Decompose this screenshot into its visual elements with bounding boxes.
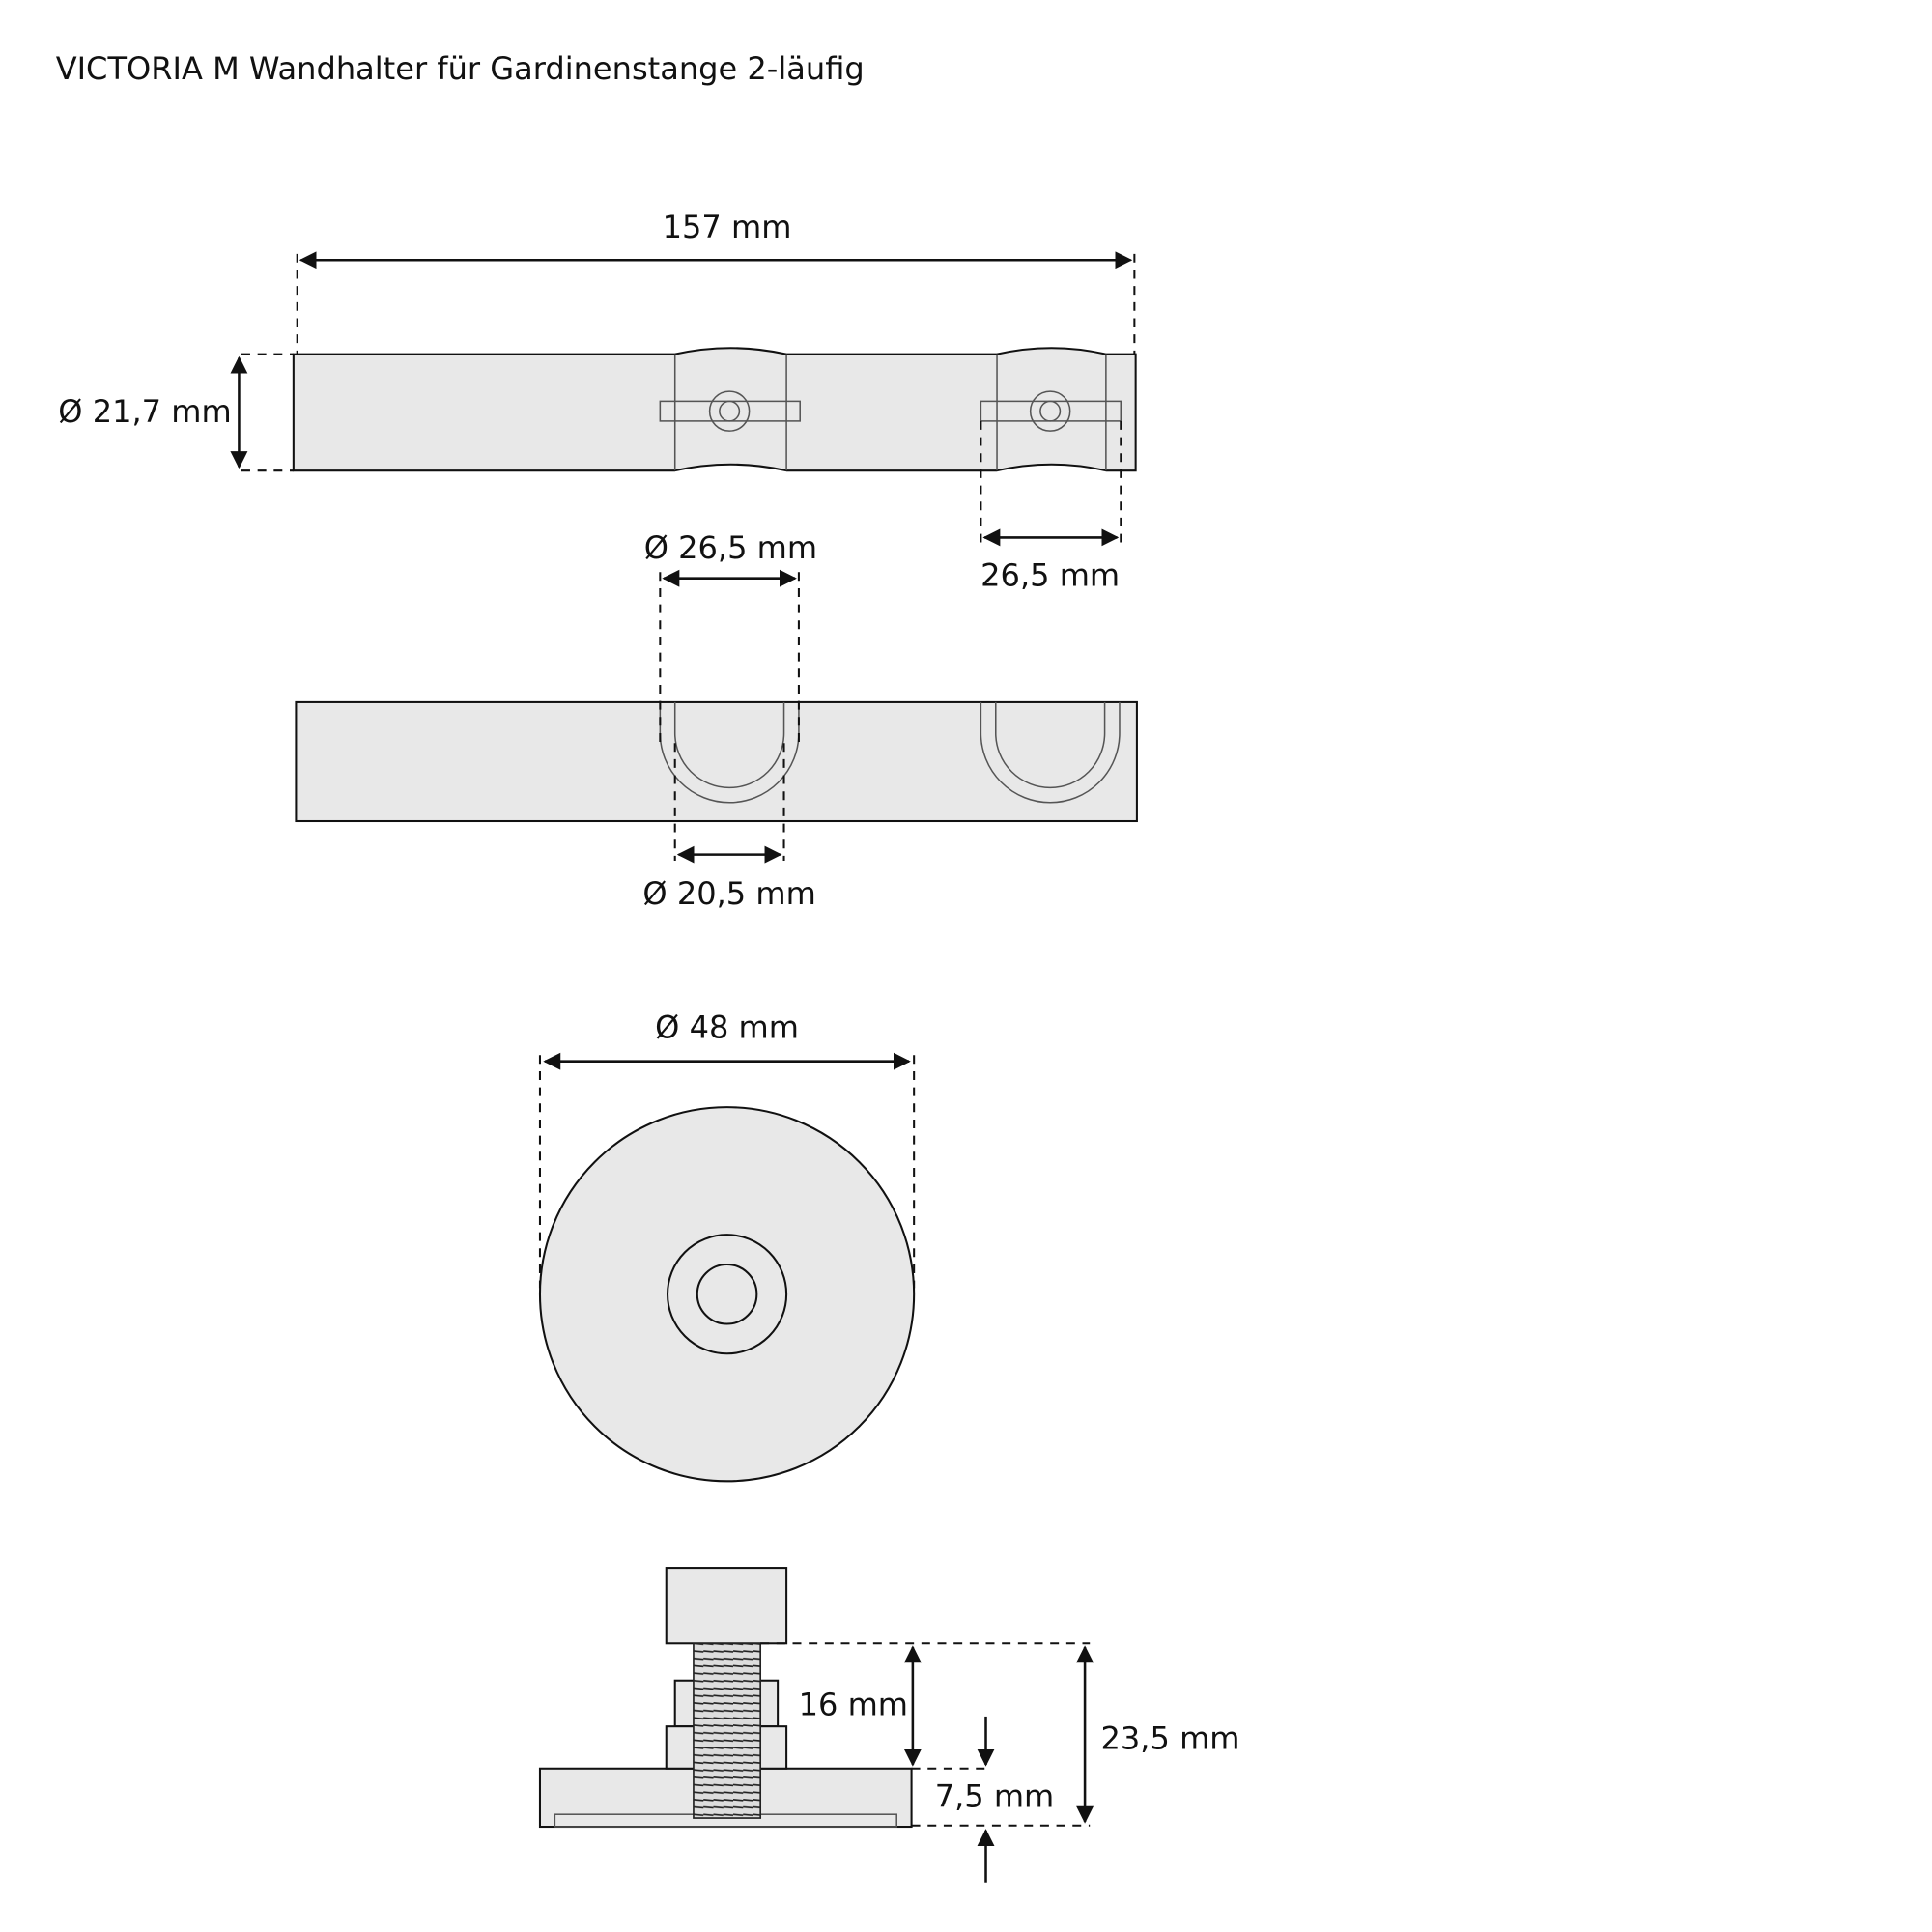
total-height-label: 23,5 mm [1101, 1719, 1240, 1756]
base-height-label: 7,5 mm [935, 1778, 1055, 1815]
drawing-title: VICTORIA M Wandhalter für Gardinenstange… [56, 50, 865, 87]
length-label: 157 mm [663, 209, 792, 245]
slot-inner-label: Ø 20,5 mm [642, 875, 815, 912]
bolt-side-view [538, 1567, 1094, 1883]
slot-width-label: 26,5 mm [980, 556, 1120, 593]
base-diameter-label: Ø 48 mm [655, 1009, 799, 1045]
top-view [230, 251, 1137, 547]
thread-length-label: 16 mm [799, 1687, 908, 1723]
side-view [295, 569, 1138, 864]
slot-outer-label: Ø 26,5 mm [644, 529, 817, 566]
base-plate-view [538, 1052, 916, 1483]
height-label: Ø 21,7 mm [58, 393, 231, 430]
